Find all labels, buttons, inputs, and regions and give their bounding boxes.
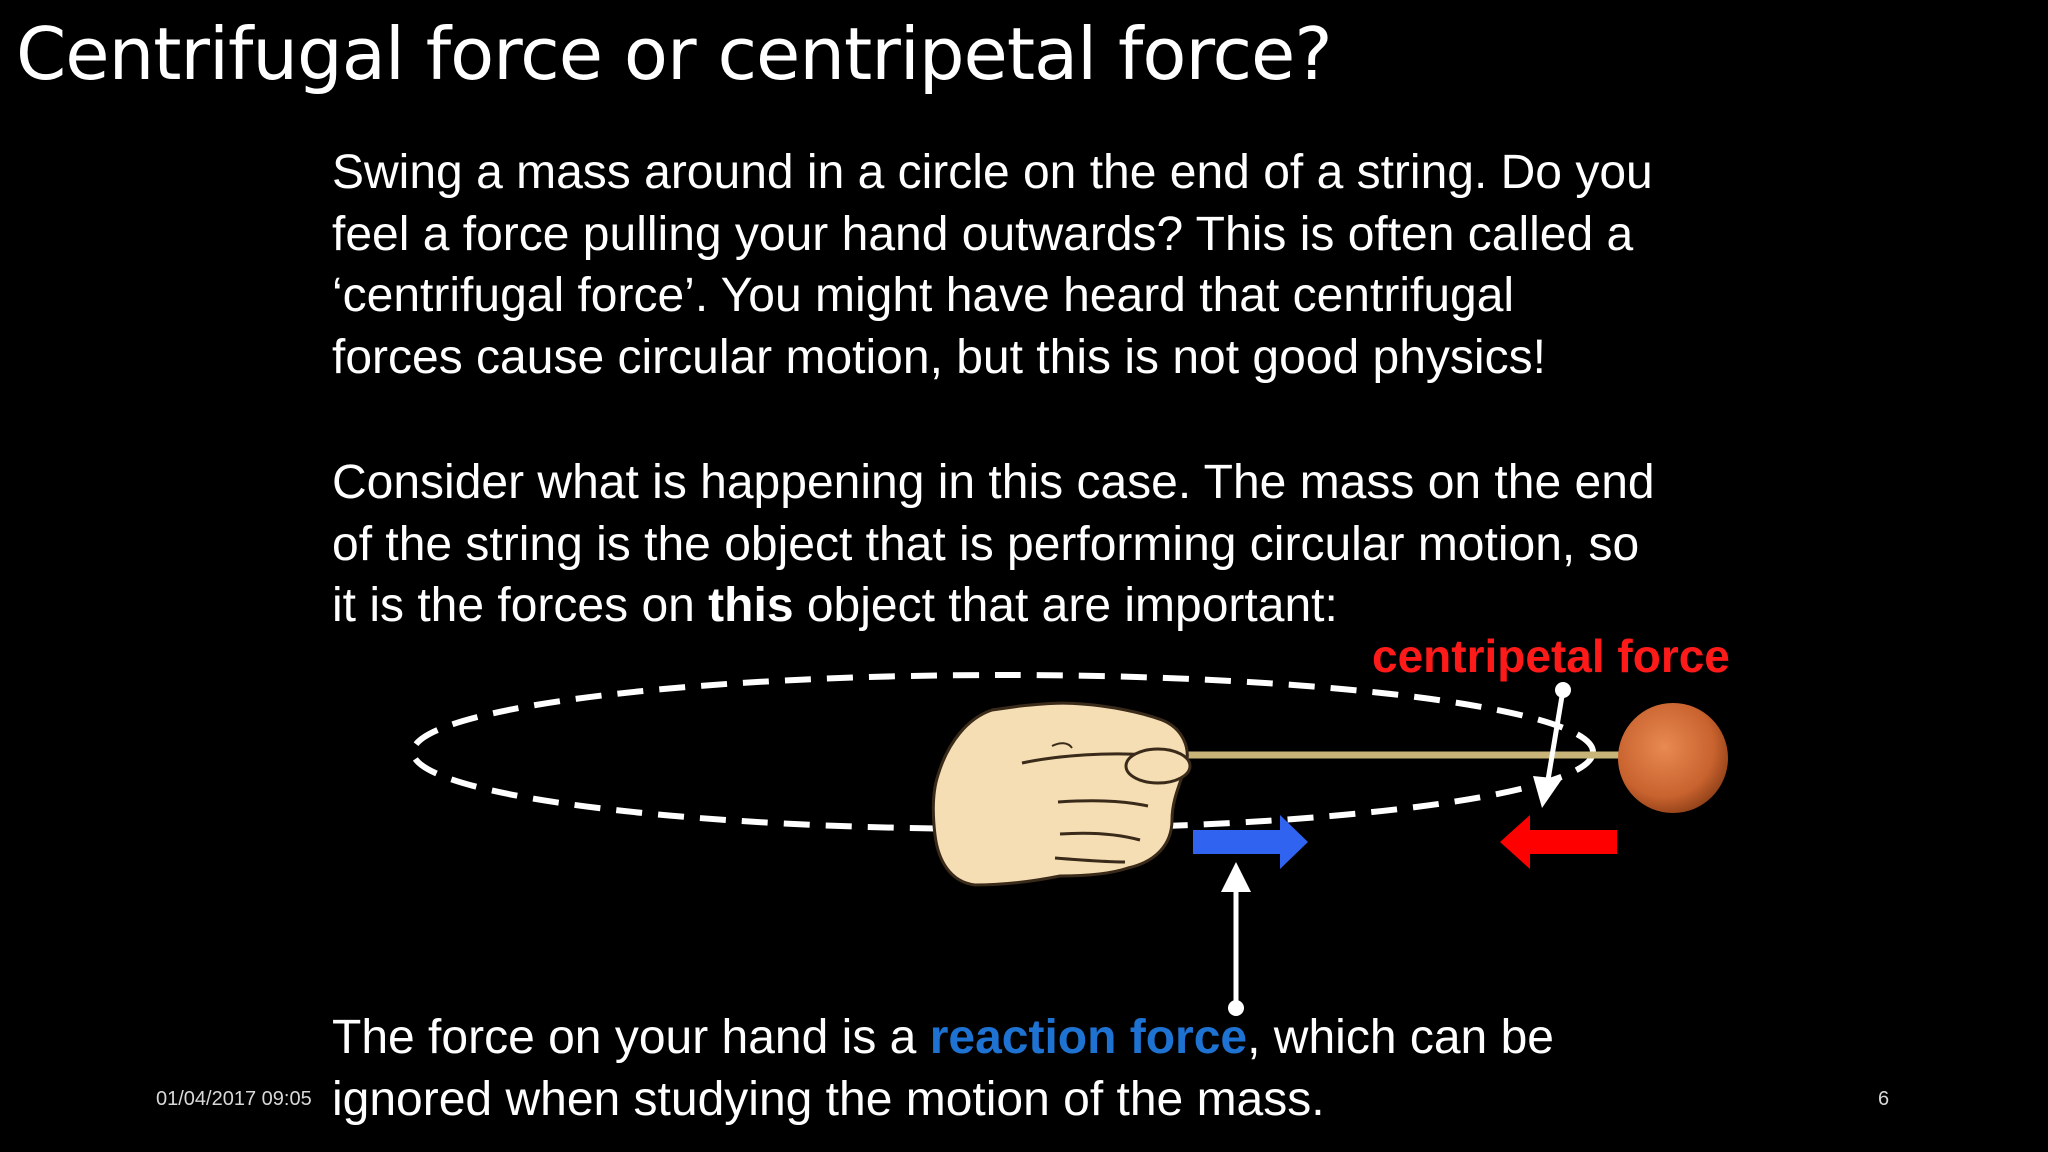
intro-paragraph: Swing a mass around in a circle on the e… <box>332 142 1812 388</box>
reaction-paragraph: The force on your hand is a reaction for… <box>332 1007 1812 1130</box>
intro-line-2: feel a force pulling your hand outwards?… <box>332 207 1634 261</box>
emphasis-this: this <box>708 579 794 632</box>
consider-paragraph: Consider what is happening in this case.… <box>332 452 1812 637</box>
centripetal-pointer-dot <box>1555 682 1571 698</box>
reaction-force-highlight: reaction force <box>929 1011 1248 1064</box>
consider-line-2: of the string is the object that is perf… <box>332 517 1640 571</box>
intro-line-3: ‘centrifugal force’. You might have hear… <box>332 269 1515 322</box>
centripetal-force-arrow <box>1500 815 1617 869</box>
reaction-line-1-start: The force on your hand is a <box>332 1011 930 1064</box>
intro-line-4: forces cause circular motion, but this i… <box>332 330 1546 384</box>
intro-line-1: Swing a mass around in a circle on the e… <box>332 146 1653 199</box>
reaction-line-2: ignored when studying the motion of the … <box>332 1072 1325 1126</box>
reaction-line-1: The force on your hand is a reaction for… <box>332 1007 1812 1069</box>
consider-line-1: Consider what is happening in this case.… <box>332 456 1655 509</box>
centripetal-force-label: centripetal force <box>1372 630 1730 682</box>
slide-title: Centrifugal force or centripetal force? <box>16 12 1333 96</box>
consider-line-3: it is the forces on this object that are… <box>332 575 1812 637</box>
centripetal-pointer-head <box>1533 776 1562 808</box>
centripetal-pointer-line <box>1545 689 1566 781</box>
reaction-line-1-end: , which can be <box>1247 1011 1554 1064</box>
mass <box>1618 703 1728 813</box>
consider-line-3-end: object that are important: <box>793 579 1338 632</box>
hand-icon <box>931 701 1192 887</box>
consider-line-3-start: it is the forces on <box>332 579 709 632</box>
footer-date: 01/04/2017 09:05 <box>156 1088 312 1110</box>
page-number: 6 <box>1878 1088 1890 1110</box>
reaction-pointer-dot <box>1228 1000 1244 1016</box>
reaction-force-arrow <box>1193 815 1308 869</box>
reaction-pointer-head <box>1221 862 1251 892</box>
